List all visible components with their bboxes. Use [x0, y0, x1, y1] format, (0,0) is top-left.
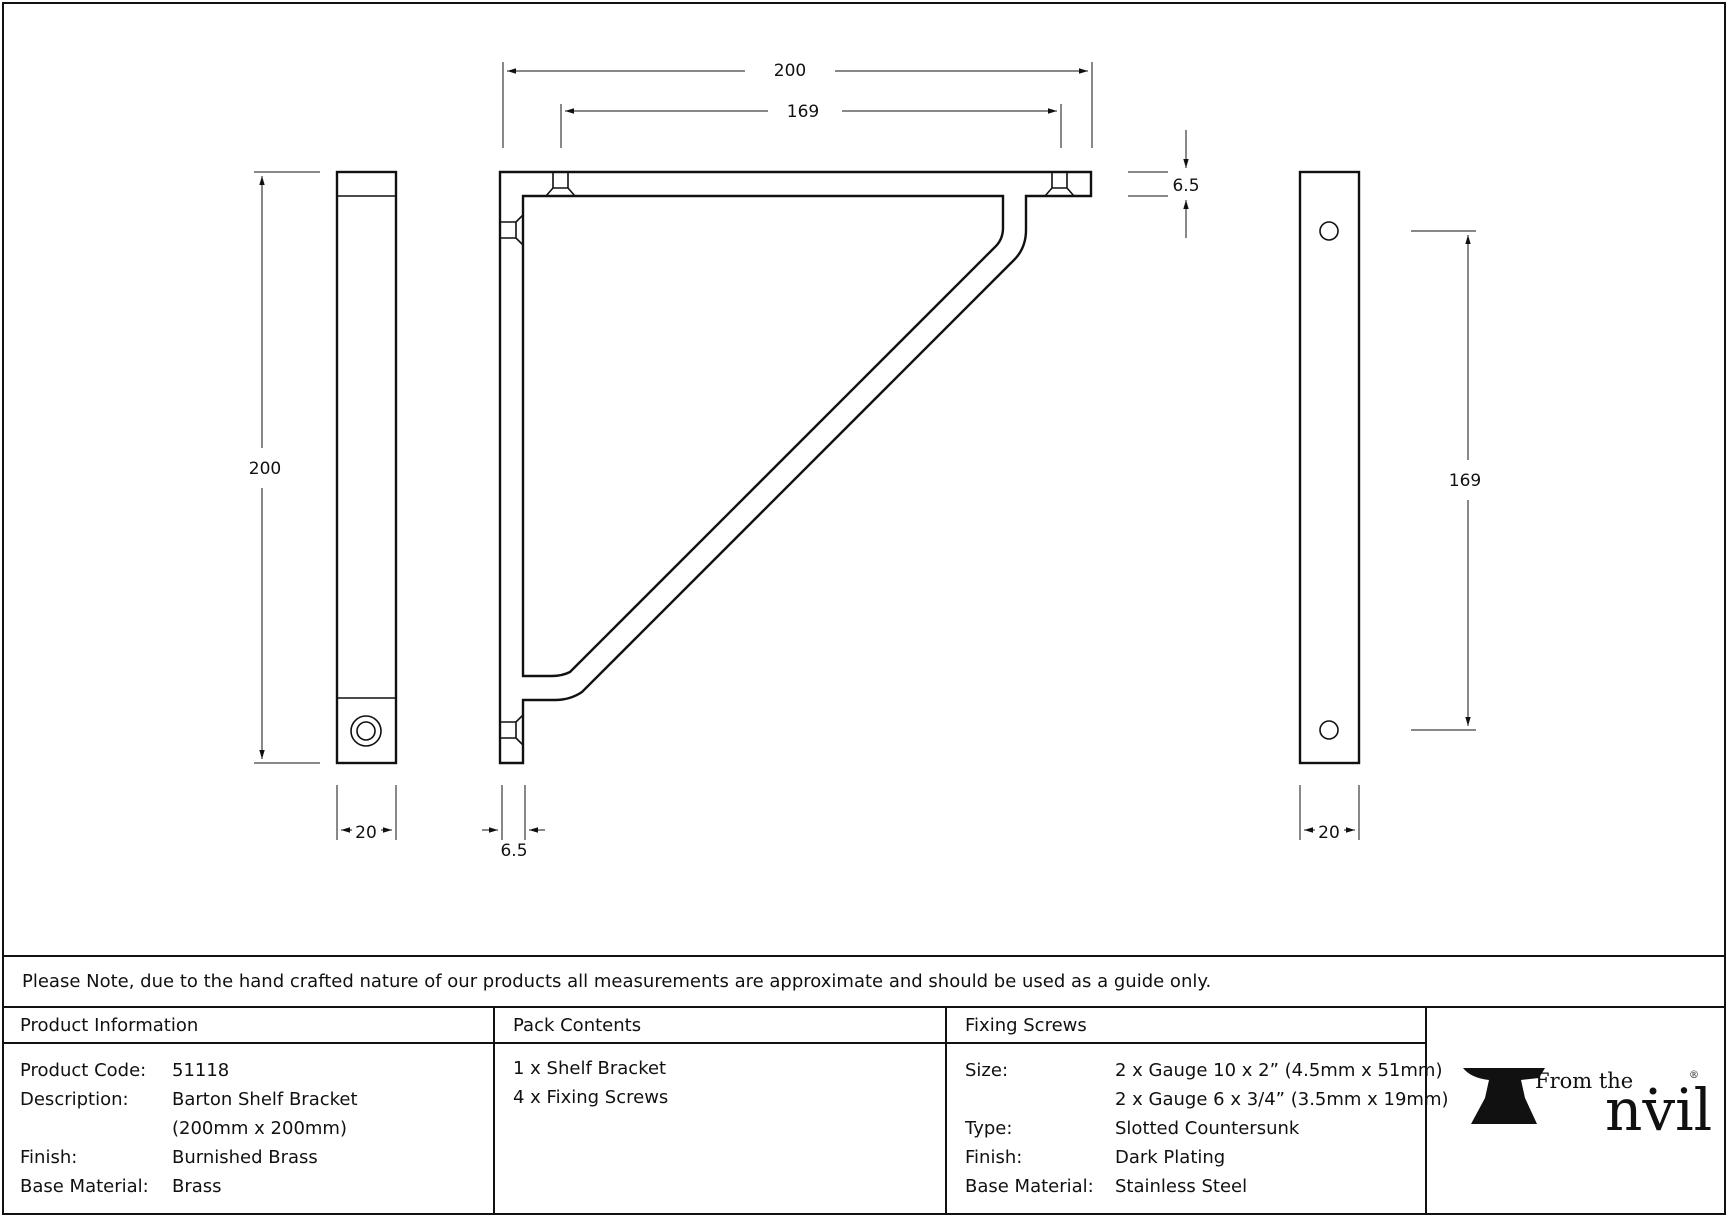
pack-contents-panel: Pack Contents 1 x Shelf Bracket 4 x Fixi…: [495, 1008, 947, 1215]
pack-contents-header: Pack Contents: [495, 1008, 945, 1044]
technical-drawing: 200 20 200 169 6.5: [249, 61, 1481, 861]
row-label: Size:: [965, 1060, 1009, 1081]
description-value: Barton Shelf Bracket: [172, 1089, 358, 1110]
logo-registered-mark: ®: [1689, 1070, 1699, 1081]
anvil-icon: [1463, 1068, 1545, 1124]
product-info-panel: Product Information Product Code: 51118 …: [2, 1008, 495, 1215]
dimension-left-height: 200: [249, 171, 320, 764]
pack-item: 4 x Fixing Screws: [513, 1087, 669, 1108]
screw-material-value: Stainless Steel: [1115, 1176, 1248, 1197]
top-holes-label: 169: [787, 102, 819, 122]
dimension-flange-bottom: 6.5: [482, 785, 545, 861]
top-overall-label: 200: [774, 61, 806, 81]
dimension-right-width: 20: [1299, 785, 1360, 843]
row-label: Base Material:: [20, 1176, 149, 1197]
bracket-front-view: [498, 170, 1093, 765]
right-rear-view: [1298, 170, 1361, 765]
pack-contents-heading: Pack Contents: [513, 1015, 642, 1036]
dimension-top-holes: 169: [560, 102, 1062, 148]
row-label: Finish:: [965, 1147, 1023, 1168]
note-text: Please Note, due to the hand crafted nat…: [22, 971, 1212, 992]
left-side-view: [335, 170, 398, 765]
row-label: Type:: [965, 1118, 1013, 1139]
product-info-header: Product Information: [2, 1008, 493, 1044]
product-info-heading: Product Information: [20, 1015, 199, 1036]
screw-hole-icon: [1319, 720, 1339, 740]
right-width-label: 20: [1318, 823, 1340, 843]
logo-rest-text: nvil: [1605, 1076, 1712, 1144]
row-label: Product Code:: [20, 1060, 147, 1081]
left-height-label: 200: [249, 459, 281, 479]
screw-size-value: 2 x Gauge 10 x 2” (4.5mm x 51mm): [1115, 1060, 1443, 1081]
screw-type-value: Slotted Countersunk: [1115, 1118, 1300, 1139]
row-label: Finish:: [20, 1147, 78, 1168]
measurement-note: Please Note, due to the hand crafted nat…: [2, 955, 1726, 1008]
screw-finish-value: Dark Plating: [1115, 1147, 1226, 1168]
dimension-flange-right: 6.5: [1128, 130, 1200, 238]
from-the-anvil-logo: From the nvil ®: [1427, 1008, 1724, 1215]
dimension-right-holes: 169: [1411, 230, 1481, 731]
fixing-screws-header: Fixing Screws: [947, 1008, 1425, 1044]
logo-small-text: From the: [1535, 1069, 1633, 1093]
info-table: Product Information Product Code: 51118 …: [2, 1006, 1726, 1215]
dimension-left-width: 20: [336, 785, 397, 843]
fixing-screws-heading: Fixing Screws: [965, 1015, 1087, 1036]
left-width-label: 20: [355, 823, 377, 843]
product-code-value: 51118: [172, 1060, 230, 1081]
screw-size-value-2: 2 x Gauge 6 x 3/4” (3.5mm x 19mm): [1115, 1089, 1449, 1110]
dimension-top-overall: 200: [502, 61, 1093, 148]
right-holes-label: 169: [1449, 471, 1481, 491]
screw-hole-icon: [350, 715, 382, 747]
description-size-value: (200mm x 200mm): [172, 1118, 347, 1139]
logo-dot-icon: [1649, 1087, 1657, 1095]
flange-bottom-label: 6.5: [500, 841, 527, 861]
screw-hole-icon: [1319, 221, 1339, 241]
fixing-screws-panel: Fixing Screws Size: 2 x Gauge 10 x 2” (4…: [947, 1008, 1449, 1215]
row-label: Description:: [20, 1089, 129, 1110]
base-material-value: Brass: [172, 1176, 222, 1197]
flange-right-label: 6.5: [1172, 176, 1199, 196]
row-label: Base Material:: [965, 1176, 1094, 1197]
pack-item: 1 x Shelf Bracket: [513, 1058, 667, 1079]
finish-value: Burnished Brass: [172, 1147, 318, 1168]
